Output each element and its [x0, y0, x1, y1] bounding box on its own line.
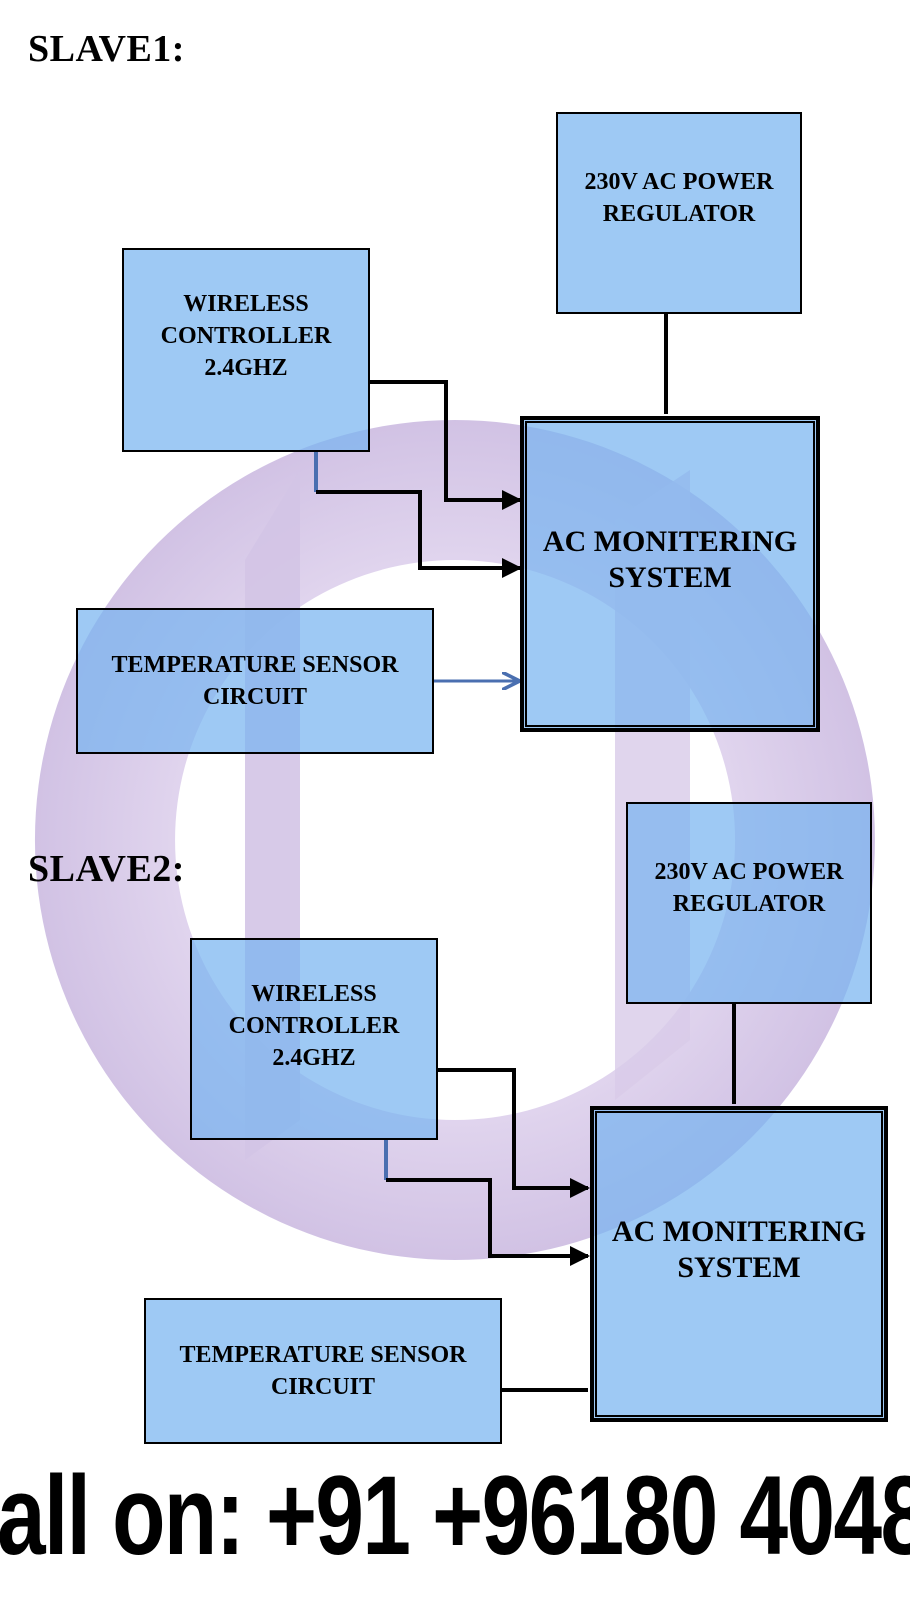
- slave1-temperature-line2: CIRCUIT: [202, 684, 307, 710]
- slave1-power-regulator-line1: 230V AC POWER: [584, 169, 774, 195]
- slave1-wireless-line1: WIRELESS: [183, 291, 309, 317]
- slave2-ac-monitoring-line1: AC MONITERING: [611, 1215, 867, 1248]
- slave2-ac-monitoring-line2: SYSTEM: [677, 1251, 801, 1284]
- slave2-power-regulator-line2: REGULATOR: [672, 891, 826, 917]
- slave1-wireless-line2: CONTROLLER: [160, 323, 332, 349]
- slave1-power-regulator-line2: REGULATOR: [602, 201, 756, 227]
- slave1-title: SLAVE1:: [28, 28, 185, 70]
- slave1-temperature-sensor-box: TEMPERATURE SENSOR CIRCUIT: [76, 608, 434, 754]
- arrow-s2-wireless-to-ac-top: [438, 1068, 590, 1198]
- call-contact-text: Call on: +91 +96180 40484: [0, 1452, 910, 1578]
- slave2-title: SLAVE2:: [28, 848, 185, 890]
- slave2-temperature-sensor-box: TEMPERATURE SENSOR CIRCUIT: [144, 1298, 502, 1444]
- slave2-wireless-line2: CONTROLLER: [228, 1013, 400, 1039]
- slave2-temperature-line2: CIRCUIT: [270, 1374, 375, 1400]
- slave2-wireless-line1: WIRELESS: [251, 981, 377, 1007]
- arrow-s1-wireless-to-ac-top: [369, 380, 522, 510]
- slave2-ac-monitoring-box: AC MONITERING SYSTEM: [590, 1106, 888, 1422]
- slave2-temperature-line1: TEMPERATURE SENSOR: [179, 1342, 467, 1368]
- slave1-ac-monitoring-box: AC MONITERING SYSTEM: [520, 416, 820, 732]
- slave2-power-regulator-line1: 230V AC POWER: [654, 859, 844, 885]
- slave1-power-regulator-box: 230V AC POWER REGULATOR: [556, 112, 802, 314]
- slave1-wireless-line3: 2.4GHZ: [204, 355, 288, 381]
- slave1-ac-monitoring-line1: AC MONITERING: [542, 525, 798, 558]
- slave2-wireless-line3: 2.4GHZ: [272, 1045, 356, 1071]
- slave2-wireless-controller-box: WIRELESS CONTROLLER 2.4GHZ: [190, 938, 438, 1140]
- arrow-s2-wireless-to-ac-bottom: [386, 1178, 590, 1266]
- slave1-wireless-controller-box: WIRELESS CONTROLLER 2.4GHZ: [122, 248, 370, 452]
- arrow-s1-wireless-to-ac-bottom: [316, 490, 522, 578]
- slave2-power-regulator-box: 230V AC POWER REGULATOR: [626, 802, 872, 1004]
- slave1-temperature-line1: TEMPERATURE SENSOR: [111, 652, 399, 678]
- slave1-ac-monitoring-line2: SYSTEM: [608, 561, 732, 594]
